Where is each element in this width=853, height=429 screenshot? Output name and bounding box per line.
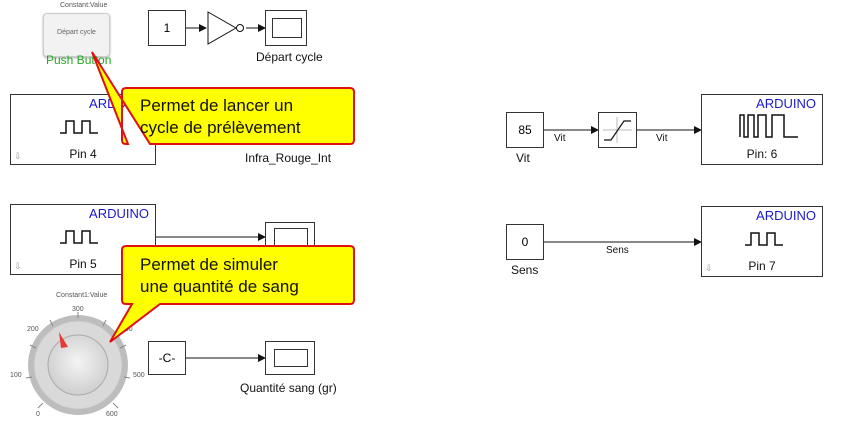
- scope-screen: [272, 18, 302, 38]
- callout-2-line1: Permet de simuler: [140, 255, 278, 274]
- scope-quantite-label: Quantité sang (gr): [240, 381, 337, 395]
- callout-1-text: Permet de lancer un cycle de prélèvement: [140, 95, 301, 139]
- arduino-pin7-label: Pin 7: [748, 259, 776, 273]
- infra-rouge-label: Infra_Rouge_Int: [245, 151, 332, 165]
- constant-vit-label: Vit: [516, 151, 530, 165]
- arduino-pin5-title: ARDUINO: [89, 206, 149, 221]
- constant-1-value: 1: [163, 21, 171, 35]
- callout-2-line2: une quantité de sang: [140, 277, 299, 296]
- knob-tick-200: 200: [27, 326, 39, 333]
- arduino-pin6-block[interactable]: ARDUINO Pin: 6: [701, 94, 823, 165]
- constant-sens-label: Sens: [511, 263, 539, 277]
- knob-tick-500: 500: [133, 372, 145, 379]
- callout-1-line1: Permet de lancer un: [140, 96, 294, 115]
- push-button-caption: Constant:Value: [60, 2, 108, 9]
- arduino-pin5-label: Pin 5: [69, 257, 97, 271]
- expand-corner-icon: ⇩: [14, 261, 22, 271]
- arduino-pin4-label: Pin 4: [69, 147, 97, 161]
- scope-screen: [274, 349, 308, 367]
- knob-tick-0: 0: [36, 411, 40, 418]
- knob-caption: Constant1:Value: [56, 292, 108, 299]
- vit-signal-label-1: Vit: [554, 133, 566, 144]
- scope-quantite[interactable]: [265, 341, 315, 375]
- arduino-pin7-title: ARDUINO: [756, 208, 816, 223]
- expand-corner-icon: ⇩: [14, 151, 22, 161]
- saturation-block[interactable]: [598, 112, 637, 148]
- arduino-pin7-block[interactable]: ARDUINO Pin 7 ⇩: [701, 206, 823, 277]
- callout-2-text: Permet de simuler une quantité de sang: [140, 254, 299, 298]
- constant-sens-block[interactable]: 0: [506, 224, 544, 260]
- push-button[interactable]: Départ cycle: [43, 13, 110, 57]
- not-gate[interactable]: [206, 10, 248, 48]
- arduino-pin6-label: Pin: 6: [746, 147, 778, 161]
- constant-sens-value: 0: [521, 235, 529, 249]
- constant-c-block[interactable]: -C-: [148, 341, 186, 375]
- push-button-text: Départ cycle: [57, 29, 96, 36]
- knob-tick-100: 100: [10, 372, 22, 379]
- constant-c-value: -C-: [158, 351, 176, 365]
- expand-corner-icon: ⇩: [705, 263, 713, 273]
- sens-signal-label: Sens: [606, 245, 629, 256]
- saturation-icon: [603, 117, 632, 143]
- knob-dial[interactable]: [8, 300, 148, 425]
- callout-1-line2: cycle de prélèvement: [140, 118, 301, 137]
- pulse-icon: [745, 232, 783, 246]
- vit-signal-label-2: Vit: [656, 133, 668, 144]
- knob-tick-600: 600: [106, 411, 118, 418]
- constant-vit-value: 85: [518, 123, 532, 137]
- constant-vit-block[interactable]: 85: [506, 112, 544, 148]
- pulse-icon: [60, 120, 98, 134]
- scope-depart-cycle[interactable]: [265, 10, 307, 46]
- knob-tick-300: 300: [72, 306, 84, 313]
- constant-1-block[interactable]: 1: [148, 10, 186, 46]
- pulse-icon: [60, 230, 98, 244]
- arduino-pin6-title: ARDUINO: [756, 96, 816, 111]
- scope-depart-label: Départ cycle: [256, 50, 323, 64]
- pwm-icon: [739, 114, 798, 138]
